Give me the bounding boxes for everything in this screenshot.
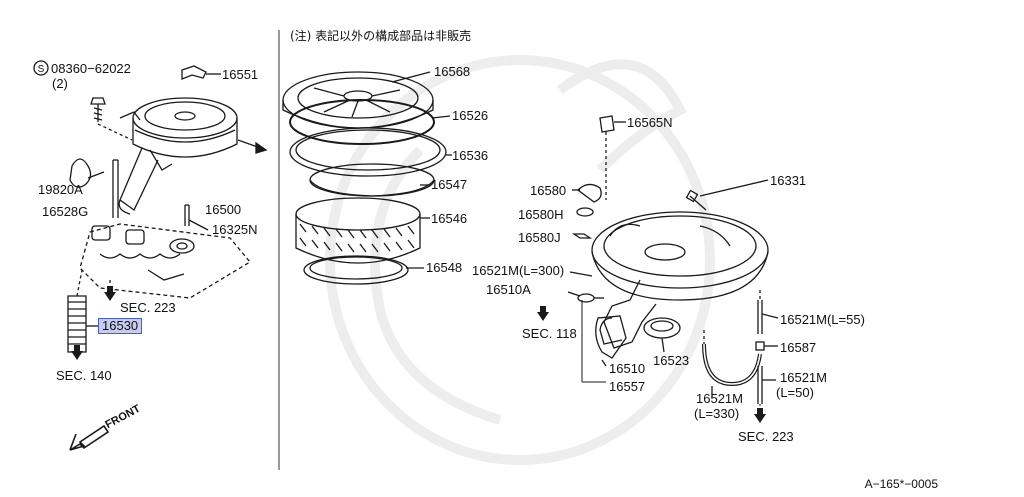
right-assembly	[567, 115, 779, 404]
label-16587[interactable]: 16587	[780, 340, 817, 355]
filter-stack	[282, 71, 452, 285]
sec-118-arrow	[537, 312, 549, 321]
diagram-reference: A−165*−0005	[864, 477, 938, 491]
label-16580J[interactable]: 16580J	[518, 230, 561, 245]
label-16580[interactable]: 16580	[530, 183, 567, 198]
sec-140-arrow	[71, 351, 83, 360]
label-16536[interactable]: 16536	[452, 148, 489, 163]
label-16565N[interactable]: 16565N	[627, 115, 673, 130]
front-arrow	[69, 424, 110, 451]
label-16510[interactable]: 16510	[609, 361, 646, 376]
label-16551[interactable]: 16551	[222, 67, 259, 82]
label-08360-qty: (2)	[52, 76, 68, 91]
label-16325N[interactable]: 16325N	[212, 222, 258, 237]
label-16546[interactable]: 16546	[431, 211, 468, 226]
label-sec-118[interactable]: SEC. 118	[522, 326, 577, 341]
s-circle-letter: S	[38, 64, 45, 75]
s-circle	[33, 60, 49, 76]
duct-16530	[67, 295, 100, 353]
label-16530-highlighted[interactable]: 16530	[97, 318, 143, 334]
label-16547[interactable]: 16547	[431, 177, 468, 192]
label-16500[interactable]: 16500	[205, 202, 242, 217]
label-16526[interactable]: 16526	[452, 108, 489, 123]
engine-block	[79, 223, 251, 299]
label-16523[interactable]: 16523	[653, 353, 690, 368]
clip-16551	[181, 65, 207, 80]
bolt-08360	[90, 97, 133, 141]
label-sec-223-left[interactable]: SEC. 223	[120, 300, 176, 315]
label-16510A[interactable]: 16510A	[486, 282, 531, 297]
label-16331[interactable]: 16331	[770, 173, 807, 188]
label-16557[interactable]: 16557	[609, 379, 646, 394]
stud-16325N	[184, 204, 209, 231]
label-16521M-L330[interactable]: 16521M	[696, 391, 743, 406]
label-16521M-L50-length: (L=50)	[776, 385, 814, 400]
label-19820A[interactable]: 19820A	[38, 182, 83, 197]
label-08360[interactable]: 08360−62022	[51, 61, 131, 76]
sec-223-arrow-right	[754, 414, 766, 423]
air-cleaner-assembly-left	[118, 97, 238, 215]
label-16521M-L55[interactable]: 16521M(L=55)	[780, 312, 865, 327]
label-sec-140[interactable]: SEC. 140	[56, 368, 112, 383]
label-16528G[interactable]: 16528G	[42, 204, 89, 219]
label-16580H[interactable]: 16580H	[518, 207, 564, 222]
label-16568[interactable]: 16568	[434, 64, 471, 79]
label-16521M-L300[interactable]: 16521M(L=300)	[472, 263, 565, 278]
label-sec-223-right[interactable]: SEC. 223	[738, 429, 794, 444]
note-text: (注) 表記以外の構成部品は非販売	[290, 29, 472, 43]
label-16548[interactable]: 16548	[426, 260, 463, 275]
label-16521M-L330-length: (L=330)	[694, 406, 740, 421]
stud-16528G	[112, 159, 119, 218]
sec-223-arrow-left	[104, 292, 116, 301]
label-16521M-L50[interactable]: 16521M	[780, 370, 827, 385]
